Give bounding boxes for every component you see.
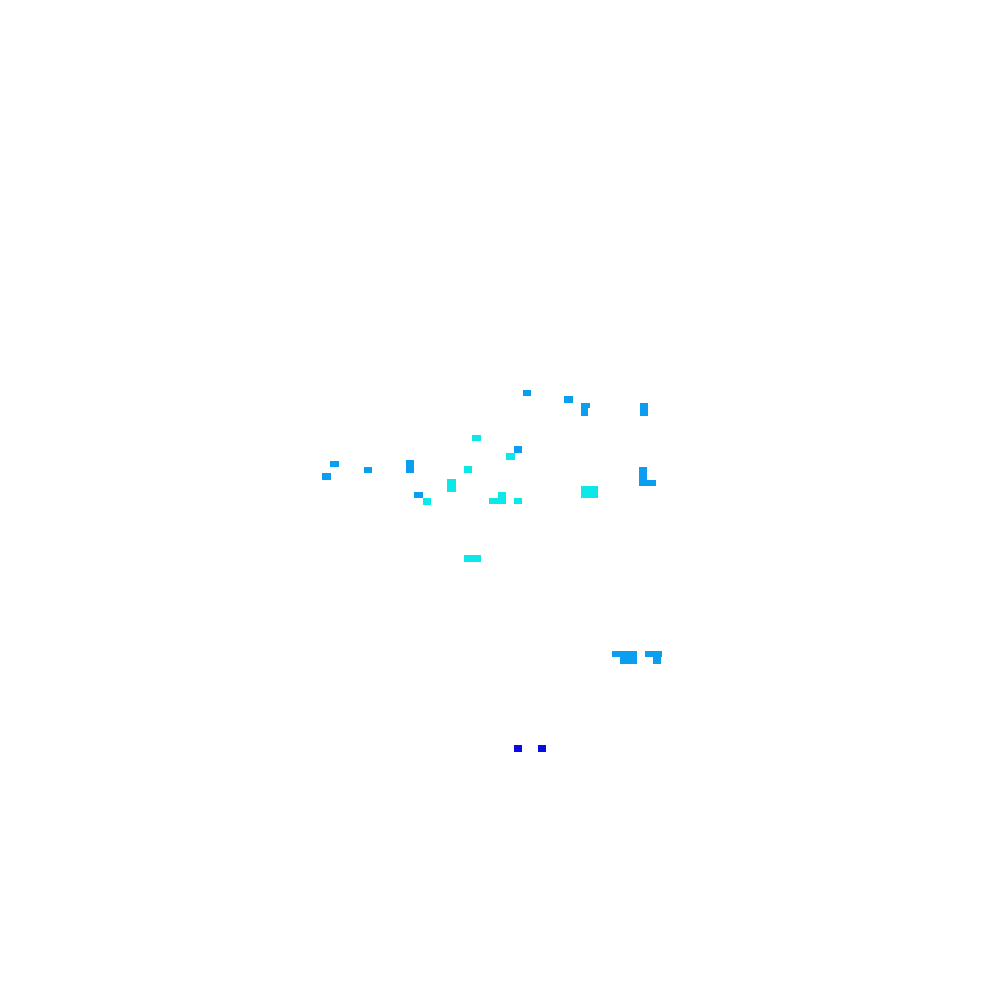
pixel (564, 396, 573, 403)
pixel (330, 461, 339, 467)
pixel (414, 492, 423, 498)
pixel (523, 390, 531, 396)
pixel (640, 403, 648, 416)
pixel (639, 467, 647, 480)
pixel (322, 473, 331, 480)
pixel (581, 486, 598, 498)
pixel (498, 492, 506, 499)
pixel (406, 460, 414, 473)
pixel (447, 479, 456, 492)
pixel (653, 657, 661, 664)
pixel (645, 651, 662, 657)
azure-lower-group (612, 651, 662, 664)
pixel (514, 498, 522, 504)
cyan-pixel-group (423, 435, 598, 562)
pixel (581, 403, 590, 408)
pixel (514, 745, 522, 752)
azure-pixel-group (322, 390, 656, 498)
pixel (423, 498, 431, 505)
pixel (620, 657, 637, 664)
pixel (506, 453, 515, 460)
blue-pixel-group (514, 745, 546, 752)
pixel (464, 555, 481, 562)
pixel (581, 408, 588, 416)
pixel (464, 466, 472, 473)
pixel (364, 467, 372, 473)
pixel (514, 446, 522, 453)
pixel (472, 435, 481, 441)
pixel (639, 480, 656, 486)
pixel (489, 498, 506, 504)
pixel (612, 651, 637, 657)
pixel (538, 745, 546, 752)
